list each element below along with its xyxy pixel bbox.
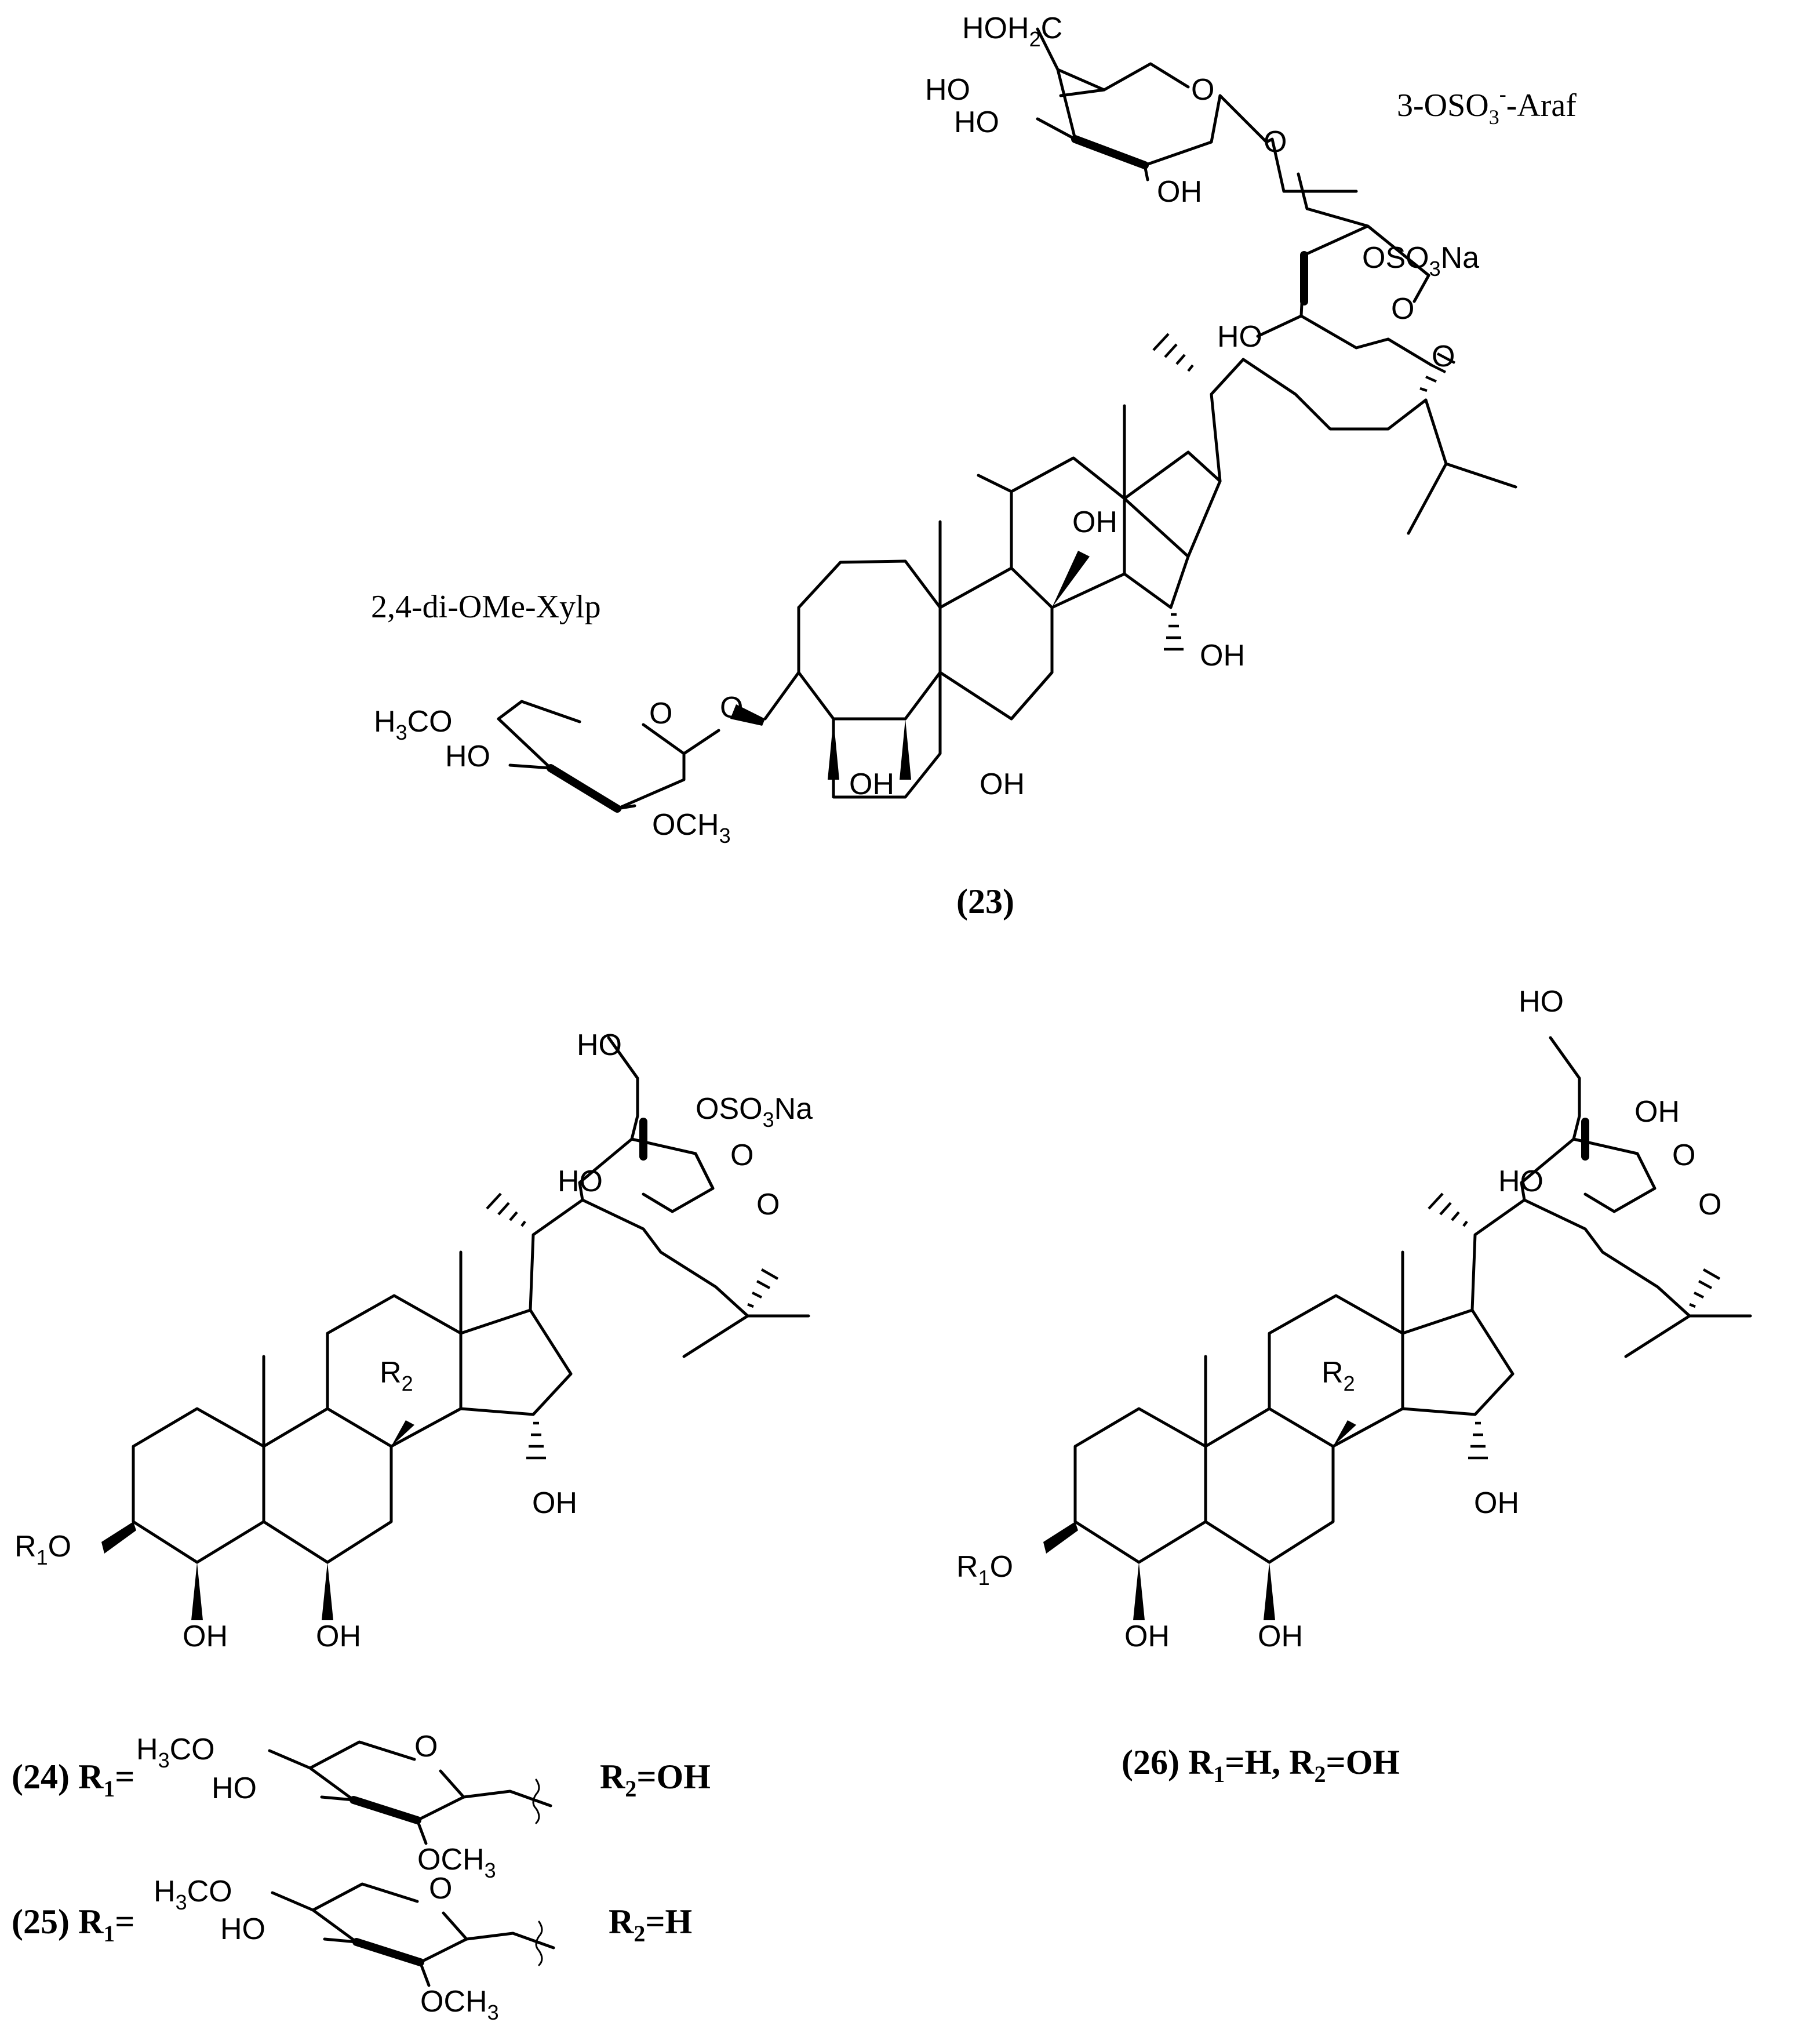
label-oh-4: OH <box>849 768 894 801</box>
label-o-link: O <box>1264 125 1287 159</box>
label-ho-a: HO <box>925 73 970 107</box>
label-24-r1o: R1O <box>14 1530 71 1569</box>
caption-24: (24) R1= <box>12 1758 135 1802</box>
label-oso3na: OSO3Na <box>1362 241 1479 281</box>
label-o-x: O <box>649 697 672 730</box>
definition-26: (26) R1=H, R2=OH <box>1122 1743 1400 1787</box>
hash-24-c15 <box>526 1421 546 1460</box>
hash-24-c24 <box>747 1268 779 1308</box>
compound-24-25-steroid-core <box>132 1036 810 1564</box>
xylose-25 <box>271 1882 555 1964</box>
label-24-r2: R2 <box>380 1356 413 1395</box>
xyl24-h3co: H3CO <box>136 1733 215 1772</box>
compound-23-xylopyranose <box>497 700 720 813</box>
compound-23-glucopyranose <box>1036 27 1358 193</box>
label-och3: OCH3 <box>652 808 731 848</box>
compound-23-arabinofuranose <box>1256 172 1433 367</box>
caption-25-r2: R2=H <box>609 1903 692 1947</box>
label-oh-6: OH <box>980 768 1025 801</box>
label-24-ho-top-text: HO <box>577 1028 622 1062</box>
compound-26: HO OH O HO O R2 OH R1O OH OH <box>956 985 1752 1653</box>
wedge-24-c4 <box>191 1562 203 1620</box>
label-26-oh-6: OH <box>1258 1620 1303 1653</box>
wedge-24-c3 <box>101 1522 136 1554</box>
wedge-24-c8 <box>391 1420 414 1446</box>
label-o-ether: O <box>1432 340 1455 373</box>
label-24-ho-fur: HO <box>558 1165 603 1198</box>
wedge-24-c6 <box>322 1562 333 1620</box>
label-24-oso3na: OSO3Na <box>696 1092 813 1132</box>
label-26-oh-4: OH <box>1124 1620 1170 1653</box>
label-oh-a: OH <box>1157 175 1202 209</box>
label-o-3: O <box>720 691 743 725</box>
wedge-26-c8 <box>1333 1420 1356 1446</box>
label-26-r1o: R1O <box>956 1550 1013 1590</box>
label-24-oh-4: OH <box>183 1620 228 1653</box>
definition-25: (25) R1= H3CO HO O OCH3 R2=H <box>12 1872 692 2024</box>
compound-24-25: HO OSO3Na O HO O R2 OH R1O OH OH <box>14 1028 813 1653</box>
label-24-oh-15: OH <box>532 1486 577 1520</box>
compound-23-number: (23) <box>956 882 1014 921</box>
wedge-c4 <box>828 719 839 780</box>
label-o-ring: O <box>1191 73 1214 107</box>
wedge-c14 <box>1052 551 1090 608</box>
definition-24: (24) R1= H3CO HO O OCH3 R2=OH <box>12 1730 711 1882</box>
label-26-oh-ring: OH <box>1634 1095 1680 1129</box>
label-ho-fur: HO <box>1217 320 1262 354</box>
hash-26-c20 <box>1428 1192 1468 1227</box>
label-ho-x: HO <box>445 740 490 773</box>
xyl24-och3: OCH3 <box>417 1843 496 1882</box>
xyl24-o: O <box>414 1730 438 1763</box>
compound-23: HOH2C HO HO OH O O 3-OSO3--Araf OSO3Na O… <box>371 12 1577 921</box>
hash-c24 <box>1419 352 1456 392</box>
wedge-c3 <box>730 704 765 726</box>
wedge-c6 <box>900 719 911 780</box>
label-hoh2c: HOH2C <box>962 12 1062 51</box>
label-oh-15: OH <box>1200 639 1245 672</box>
label-26-r2: R2 <box>1321 1356 1355 1395</box>
label-h3co: H3CO <box>374 705 453 744</box>
label-26-o-fur: O <box>1672 1139 1695 1172</box>
compound-23-steroid-core <box>763 358 1517 799</box>
label-24-oh-6: OH <box>316 1620 361 1653</box>
caption-26: (26) R1=H, R2=OH <box>1122 1743 1400 1787</box>
hash-26-c24 <box>1689 1268 1721 1308</box>
label-o-fur: O <box>1391 292 1414 326</box>
wedge-26-c6 <box>1264 1562 1275 1620</box>
label-oh-14: OH <box>1072 505 1117 539</box>
xylose-24 <box>268 1740 552 1822</box>
label-ho-b: HO <box>954 106 999 139</box>
hash-24-c20 <box>486 1192 526 1227</box>
label-24-o-fur: O <box>730 1139 753 1172</box>
label-26-ho-fur: HO <box>1498 1165 1543 1198</box>
xyl25-o: O <box>429 1872 452 1905</box>
label-26-o-ether: O <box>1698 1188 1721 1221</box>
label-26-oh-15: OH <box>1474 1486 1519 1520</box>
xyl25-och3: OCH3 <box>420 1985 499 2024</box>
label-araf-name: 3-OSO3--Araf <box>1397 82 1577 129</box>
caption-24-r2: R2=OH <box>600 1758 711 1802</box>
hash-c15 <box>1164 613 1184 651</box>
label-xylp-name: 2,4-di-OMe-Xylp <box>371 589 601 625</box>
caption-25: (25) R1= <box>12 1903 135 1947</box>
label-24-o-ether: O <box>756 1188 780 1221</box>
wedge-26-c3 <box>1043 1522 1078 1554</box>
xyl24-ho: HO <box>212 1772 257 1805</box>
xyl25-ho: HO <box>220 1912 265 1946</box>
hash-c20 <box>1152 333 1194 372</box>
label-26-ho-top: HO <box>1519 985 1564 1019</box>
wedge-26-c4 <box>1133 1562 1145 1620</box>
hash-26-c15 <box>1468 1421 1488 1460</box>
xyl25-h3co: H3CO <box>154 1875 232 1914</box>
